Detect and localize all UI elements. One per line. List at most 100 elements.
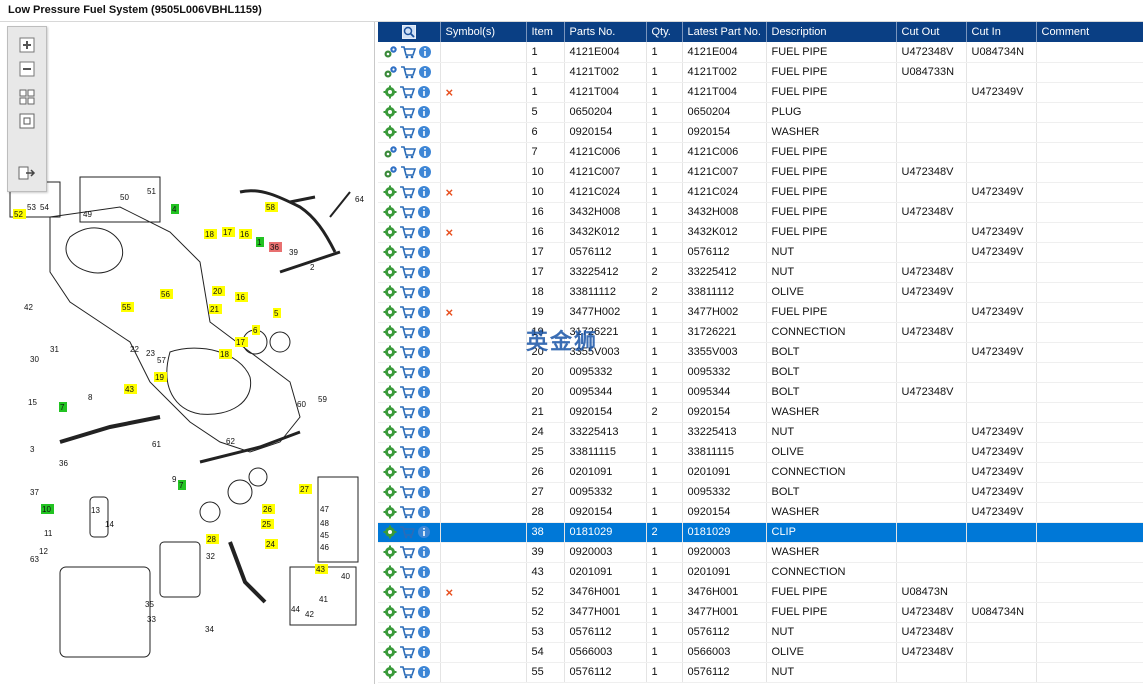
column-header-parts-no[interactable]: Parts No. (564, 22, 647, 42)
callout-label[interactable]: 7 (59, 402, 67, 412)
callout-label[interactable]: 31 (50, 345, 59, 354)
zoom-out-button[interactable] (16, 59, 38, 79)
row-actions[interactable] (378, 222, 441, 243)
callout-label[interactable]: 18 (204, 229, 217, 239)
row-actions[interactable] (378, 402, 441, 423)
row-actions[interactable] (378, 642, 441, 663)
callout-label[interactable]: 12 (39, 547, 48, 556)
callout-label[interactable]: 49 (83, 210, 92, 219)
callout-label[interactable]: 57 (157, 356, 166, 365)
callout-label[interactable]: 36 (269, 242, 282, 252)
callout-label[interactable]: 45 (320, 531, 329, 540)
callout-label[interactable]: 19 (154, 372, 167, 382)
callout-label[interactable]: 63 (30, 555, 39, 564)
row-actions[interactable] (378, 42, 441, 63)
row-actions[interactable] (378, 442, 441, 463)
callout-label[interactable]: 36 (59, 459, 68, 468)
column-header-cut-in[interactable]: Cut In (966, 22, 1037, 42)
row-actions[interactable] (378, 622, 441, 643)
callout-label[interactable]: 51 (147, 187, 156, 196)
callout-label[interactable]: 17 (222, 227, 235, 237)
callout-label[interactable]: 14 (105, 520, 114, 529)
callout-label[interactable]: 35 (145, 600, 154, 609)
row-actions[interactable] (378, 242, 441, 263)
row-actions[interactable] (378, 662, 441, 683)
callout-label[interactable]: 15 (28, 398, 37, 407)
row-actions[interactable] (378, 342, 441, 363)
callout-label[interactable]: 27 (299, 484, 312, 494)
callout-label[interactable]: 48 (320, 519, 329, 528)
row-actions[interactable] (378, 582, 441, 603)
row-actions[interactable] (378, 102, 441, 123)
row-actions[interactable] (378, 602, 441, 623)
callout-label[interactable]: 20 (212, 286, 225, 296)
callout-label[interactable]: 62 (226, 437, 235, 446)
callout-label[interactable]: 54 (40, 203, 49, 212)
callout-label[interactable]: 47 (320, 505, 329, 514)
row-actions[interactable] (378, 82, 441, 103)
row-actions[interactable] (378, 142, 441, 163)
callout-label[interactable]: 16 (239, 229, 252, 239)
row-actions[interactable] (378, 182, 441, 203)
callout-label[interactable]: 26 (262, 504, 275, 514)
row-actions[interactable] (378, 62, 441, 83)
row-actions[interactable] (378, 462, 441, 483)
callout-label[interactable]: 4 (171, 204, 179, 214)
callout-label[interactable]: 18 (219, 349, 232, 359)
callout-label[interactable]: 32 (206, 552, 215, 561)
callout-label[interactable]: 6 (252, 325, 260, 335)
row-actions[interactable] (378, 422, 441, 443)
callout-label[interactable]: 64 (355, 195, 364, 204)
column-header-item[interactable]: Item (526, 22, 565, 42)
callout-label[interactable]: 42 (305, 610, 314, 619)
zoom-in-button[interactable] (16, 35, 38, 55)
callout-label[interactable]: 5 (273, 308, 281, 318)
callout-label[interactable]: 24 (265, 539, 278, 549)
row-actions[interactable] (378, 522, 441, 543)
column-header-symbols[interactable]: Symbol(s) (440, 22, 527, 42)
callout-label[interactable]: 9 (172, 475, 177, 484)
parts-list-panel[interactable]: Symbol(s) Item Parts No. Qty. Latest Par… (378, 22, 1143, 684)
callout-label[interactable]: 21 (209, 304, 222, 314)
callout-label[interactable]: 37 (30, 488, 39, 497)
callout-label[interactable]: 2 (310, 263, 315, 272)
callout-label[interactable]: 3 (30, 445, 35, 454)
row-actions[interactable] (378, 282, 441, 303)
column-header-latest-part-no[interactable]: Latest Part No. (682, 22, 767, 42)
callout-label[interactable]: 39 (289, 248, 298, 257)
callout-label[interactable]: 43 (124, 384, 137, 394)
column-header-comment[interactable]: Comment (1036, 22, 1143, 42)
row-actions[interactable] (378, 482, 441, 503)
row-actions[interactable] (378, 362, 441, 383)
callout-label[interactable]: 11 (44, 529, 53, 538)
callout-label[interactable]: 16 (235, 292, 248, 302)
row-actions[interactable] (378, 542, 441, 563)
callout-label[interactable]: 53 (27, 203, 36, 212)
row-actions[interactable] (378, 562, 441, 583)
callout-label[interactable]: 40 (341, 572, 350, 581)
callout-label[interactable]: 42 (24, 303, 33, 312)
callout-label[interactable]: 58 (265, 202, 278, 212)
